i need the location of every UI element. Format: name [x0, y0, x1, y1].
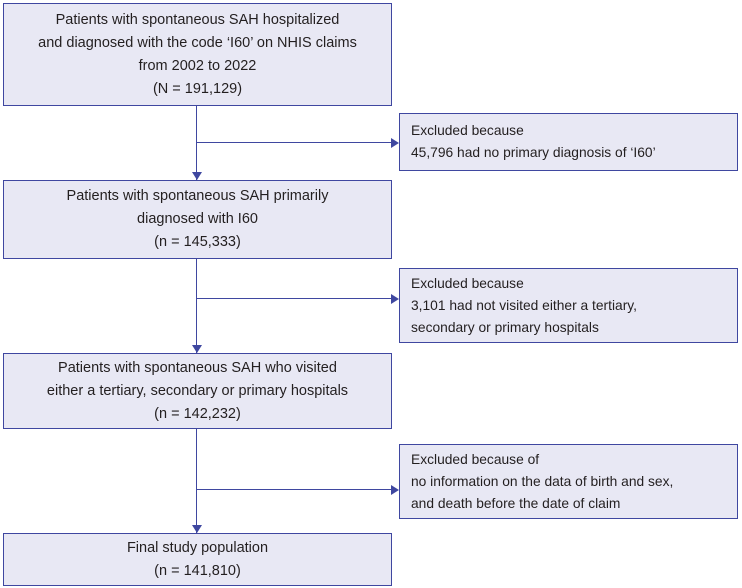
node-count-label: (n = 145,333): [154, 234, 241, 250]
flow-node-exclusion-1: Excluded because 45,796 had no primary d…: [399, 113, 738, 171]
connector-vertical-3: [196, 429, 197, 533]
arrowhead-right-2: [391, 293, 399, 304]
exclusion-text-line: Excluded because: [411, 275, 524, 291]
node-text-line: from 2002 to 2022: [138, 57, 257, 74]
exclusion-text-line: Excluded because: [411, 123, 524, 138]
arrowhead-right-1: [391, 137, 399, 148]
flow-node-final-study-population: Final study population (n = 141,810): [3, 533, 392, 586]
arrowhead-down-2: [191, 345, 202, 353]
node-text-line: Patients with spontaneous SAH primarily: [66, 188, 329, 204]
flow-node-exclusion-3: Excluded because of no information on th…: [399, 444, 738, 519]
connector-horizontal-2: [197, 298, 391, 299]
connector-horizontal-1: [197, 142, 391, 143]
arrowhead-down-1: [191, 172, 202, 180]
node-count-label: (n = 141,810): [154, 562, 241, 579]
connector-vertical-1: [196, 106, 197, 180]
connector-horizontal-3: [197, 489, 391, 490]
node-text-line: and diagnosed with the code ‘I60’ on NHI…: [38, 34, 357, 51]
exclusion-text-line: and death before the date of claim: [411, 495, 621, 511]
flow-node-exclusion-2: Excluded because 3,101 had not visited e…: [399, 268, 738, 343]
exclusion-text-line: Excluded because of: [411, 451, 540, 467]
node-text-line: either a tertiary, secondary or primary …: [46, 382, 349, 399]
node-count-label: (n = 142,232): [154, 405, 241, 422]
node-text-line: Patients with spontaneous SAH who visite…: [58, 359, 337, 376]
exclusion-text-line: 45,796 had no primary diagnosis of ‘I60’: [411, 145, 656, 160]
exclusion-text-line: secondary or primary hospitals: [411, 319, 599, 335]
flow-node-cohort-primary-i60: Patients with spontaneous SAH primarily …: [3, 180, 392, 259]
node-text-line: Patients with spontaneous SAH hospitaliz…: [55, 11, 340, 28]
node-text-line: diagnosed with I60: [137, 211, 258, 227]
node-count-label: (N = 191,129): [152, 80, 243, 97]
exclusion-text-line: no information on the data of birth and …: [411, 473, 674, 489]
exclusion-text-line: 3,101 had not visited either a tertiary,: [411, 297, 637, 313]
arrowhead-down-3: [191, 525, 202, 533]
flow-node-cohort-hospital-visit: Patients with spontaneous SAH who visite…: [3, 353, 392, 429]
node-text-line: Final study population: [126, 539, 269, 556]
arrowhead-right-3: [391, 484, 399, 495]
flow-node-cohort-initial: Patients with spontaneous SAH hospitaliz…: [3, 3, 392, 106]
connector-vertical-2: [196, 259, 197, 353]
